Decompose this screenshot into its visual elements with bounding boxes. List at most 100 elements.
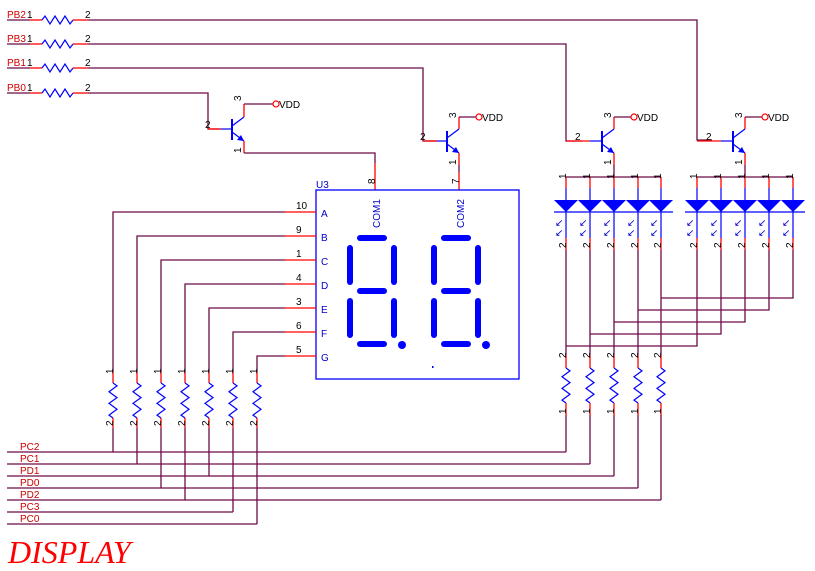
pin-label: 2	[575, 132, 581, 143]
pin-label: 2	[558, 242, 569, 248]
base-resistor-pb2: PB2 1 2	[7, 10, 712, 141]
led-cathode-wire	[614, 250, 746, 323]
pin-number: 6	[296, 321, 302, 332]
led-resistor-icon	[560, 367, 572, 404]
pin-number: 1	[296, 249, 302, 260]
transistor-q4: 2 VDD 3 1	[697, 112, 789, 177]
segment-a	[441, 235, 471, 241]
pin-label: 2	[85, 10, 91, 21]
led-resistor: 21	[606, 352, 620, 476]
segment-wire	[256, 355, 285, 372]
led-light-arrows-icon: ↙	[555, 228, 563, 239]
pin-label: 2	[582, 352, 593, 358]
net-label-pb3: PB3	[7, 34, 26, 45]
segment-b	[391, 245, 397, 285]
pin-label: 1	[603, 159, 614, 165]
pin-label: 2	[153, 420, 164, 426]
led-light-arrows-icon: ↙	[686, 218, 694, 229]
segment-a	[357, 235, 387, 241]
pin-label-com2: 7	[451, 178, 462, 184]
led-light-arrows-icon: ↙	[650, 228, 658, 239]
segment-resistor-icon	[251, 382, 263, 419]
segment-name-label: F	[321, 329, 327, 340]
led-resistor: 21	[558, 352, 572, 452]
led: ↙↙12	[626, 173, 650, 250]
pin-label: 1	[105, 368, 116, 374]
led-light-arrows-icon: ↙	[579, 228, 587, 239]
pin-label: 3	[734, 112, 745, 118]
pin-label: 1	[233, 147, 244, 153]
pin-label: 1	[27, 83, 33, 94]
pin-label: 2	[177, 420, 188, 426]
led-light-arrows-icon: ↙	[734, 228, 742, 239]
led-resistor-icon	[655, 367, 667, 404]
segment-f	[431, 245, 437, 285]
pin-label: 1	[177, 368, 188, 374]
segment-wire	[232, 331, 285, 372]
segment-name-label: C	[321, 257, 328, 268]
segment-f	[347, 245, 353, 285]
pin-label: 2	[653, 352, 664, 358]
led-cathode-wire	[638, 250, 770, 311]
vdd-label: VDD	[637, 113, 658, 124]
pin-label: 2	[85, 34, 91, 45]
segment-resistor-icon	[227, 382, 239, 419]
port-net-label-pc0: PC0	[20, 514, 40, 525]
port-net-label-pc1: PC1	[20, 454, 40, 465]
led-diode-icon	[685, 200, 709, 212]
transistor-q1: 2 VDD 3 1	[205, 95, 376, 190]
segment-wire	[136, 235, 285, 372]
pin-label: 2	[706, 132, 712, 143]
segment-wire	[208, 307, 285, 372]
led: ↙↙12	[757, 173, 781, 250]
segment-e	[347, 298, 353, 338]
port-net-label-pc2: PC2	[20, 442, 40, 453]
pin-number: 5	[296, 345, 302, 356]
pin-number: 10	[296, 201, 308, 212]
segment-wire	[112, 211, 285, 372]
led-resistor-icon	[632, 367, 644, 404]
pin-label: 1	[630, 173, 641, 179]
segment-g	[357, 288, 387, 294]
pin-label: 1	[737, 173, 748, 179]
vdd-terminal-icon	[630, 113, 638, 121]
led-diode-icon	[554, 200, 578, 212]
base-resistor-pb3: PB3 1 2	[7, 34, 582, 142]
led-resistor: 21	[630, 352, 644, 488]
port-net-label-pd1: PD1	[20, 466, 40, 477]
pin-label: 2	[630, 242, 641, 248]
segment-g	[441, 288, 471, 294]
led-light-arrows-icon: ↙	[782, 228, 790, 239]
led-light-arrows-icon: ↙	[555, 218, 563, 229]
transistor-q2: 2 VDD 3 1	[420, 112, 503, 190]
led-group-1: ↙↙12↙↙12↙↙12↙↙12↙↙12	[554, 173, 673, 250]
led-cathode-wire	[661, 250, 794, 299]
led-light-arrows-icon: ↙	[603, 228, 611, 239]
segment-name-label: B	[321, 233, 328, 244]
led-resistor: 21	[653, 352, 667, 500]
led-group-2: ↙↙12↙↙12↙↙12↙↙12↙↙12	[685, 173, 805, 250]
vdd-label: VDD	[768, 113, 789, 124]
led-diode-icon	[733, 200, 757, 212]
display-body	[315, 189, 520, 380]
transistor-q3: 2 VDD 3 1	[566, 112, 658, 177]
pin-label: 1	[448, 159, 459, 165]
pin-label: 2	[129, 420, 140, 426]
pin-number: 4	[296, 273, 302, 284]
segment-e	[431, 298, 437, 338]
com1-label: COM1	[372, 199, 383, 228]
pin-label: 1	[582, 173, 593, 179]
digit-2	[431, 235, 490, 349]
diagram-title: DISPLAY	[7, 534, 134, 570]
led-light-arrows-icon: ↙	[627, 218, 635, 229]
pin-label: 1	[558, 173, 569, 179]
led-cathode-wire	[590, 250, 722, 335]
led: ↙↙12	[602, 173, 626, 250]
net-label-pb0: PB0	[7, 83, 26, 94]
com2-label: COM2	[456, 199, 467, 228]
pin-label: 1	[129, 368, 140, 374]
segment-dp	[482, 341, 490, 349]
led-diode-icon	[757, 200, 781, 212]
